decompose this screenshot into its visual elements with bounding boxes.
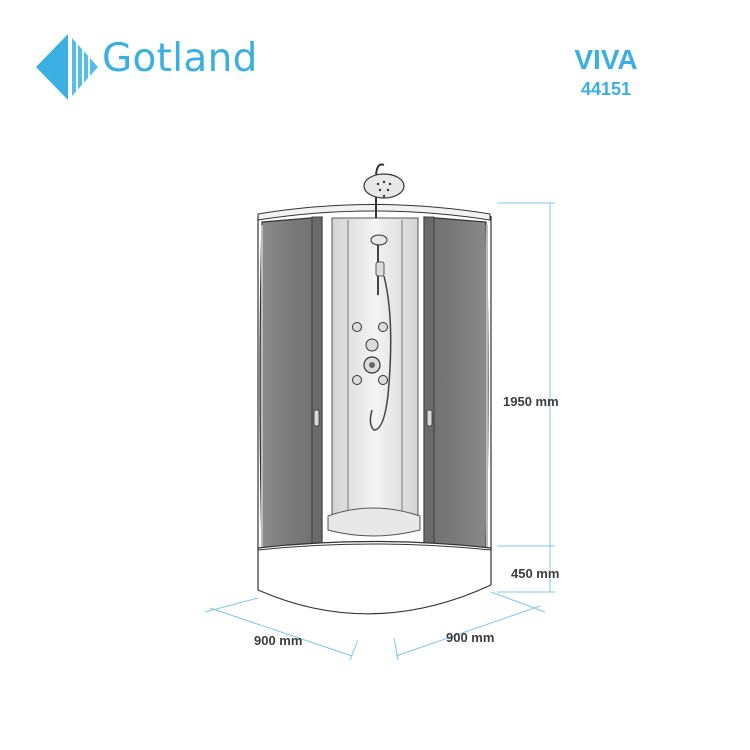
back-panel	[327, 217, 421, 537]
left-glass-panel	[259, 216, 323, 549]
dimension-height-tray: 450 mm	[511, 566, 560, 581]
mixer-valve-icon	[363, 338, 381, 374]
rain-shower-head-icon	[363, 163, 405, 218]
diamond-logo-icon	[36, 34, 98, 100]
massage-jet-icon	[352, 322, 388, 385]
model-name: VIVA	[574, 44, 638, 75]
dimension-height-cabin: 1950 mm	[503, 394, 559, 409]
cabin-frame	[257, 216, 492, 550]
hand-shower-icon	[369, 234, 392, 431]
dimension-lines	[204, 202, 555, 661]
cabin-top-frame	[257, 204, 491, 221]
right-glass-panel	[423, 216, 489, 549]
model-code: 44151	[580, 79, 632, 99]
model-block: VIVA 44151	[546, 44, 666, 100]
dimension-width-left: 900 mm	[254, 633, 303, 648]
shower-tray	[257, 540, 492, 615]
dimension-width-right: 900 mm	[446, 630, 495, 645]
door-handle-icon	[313, 409, 433, 427]
brand-name: Gotland	[102, 36, 258, 81]
